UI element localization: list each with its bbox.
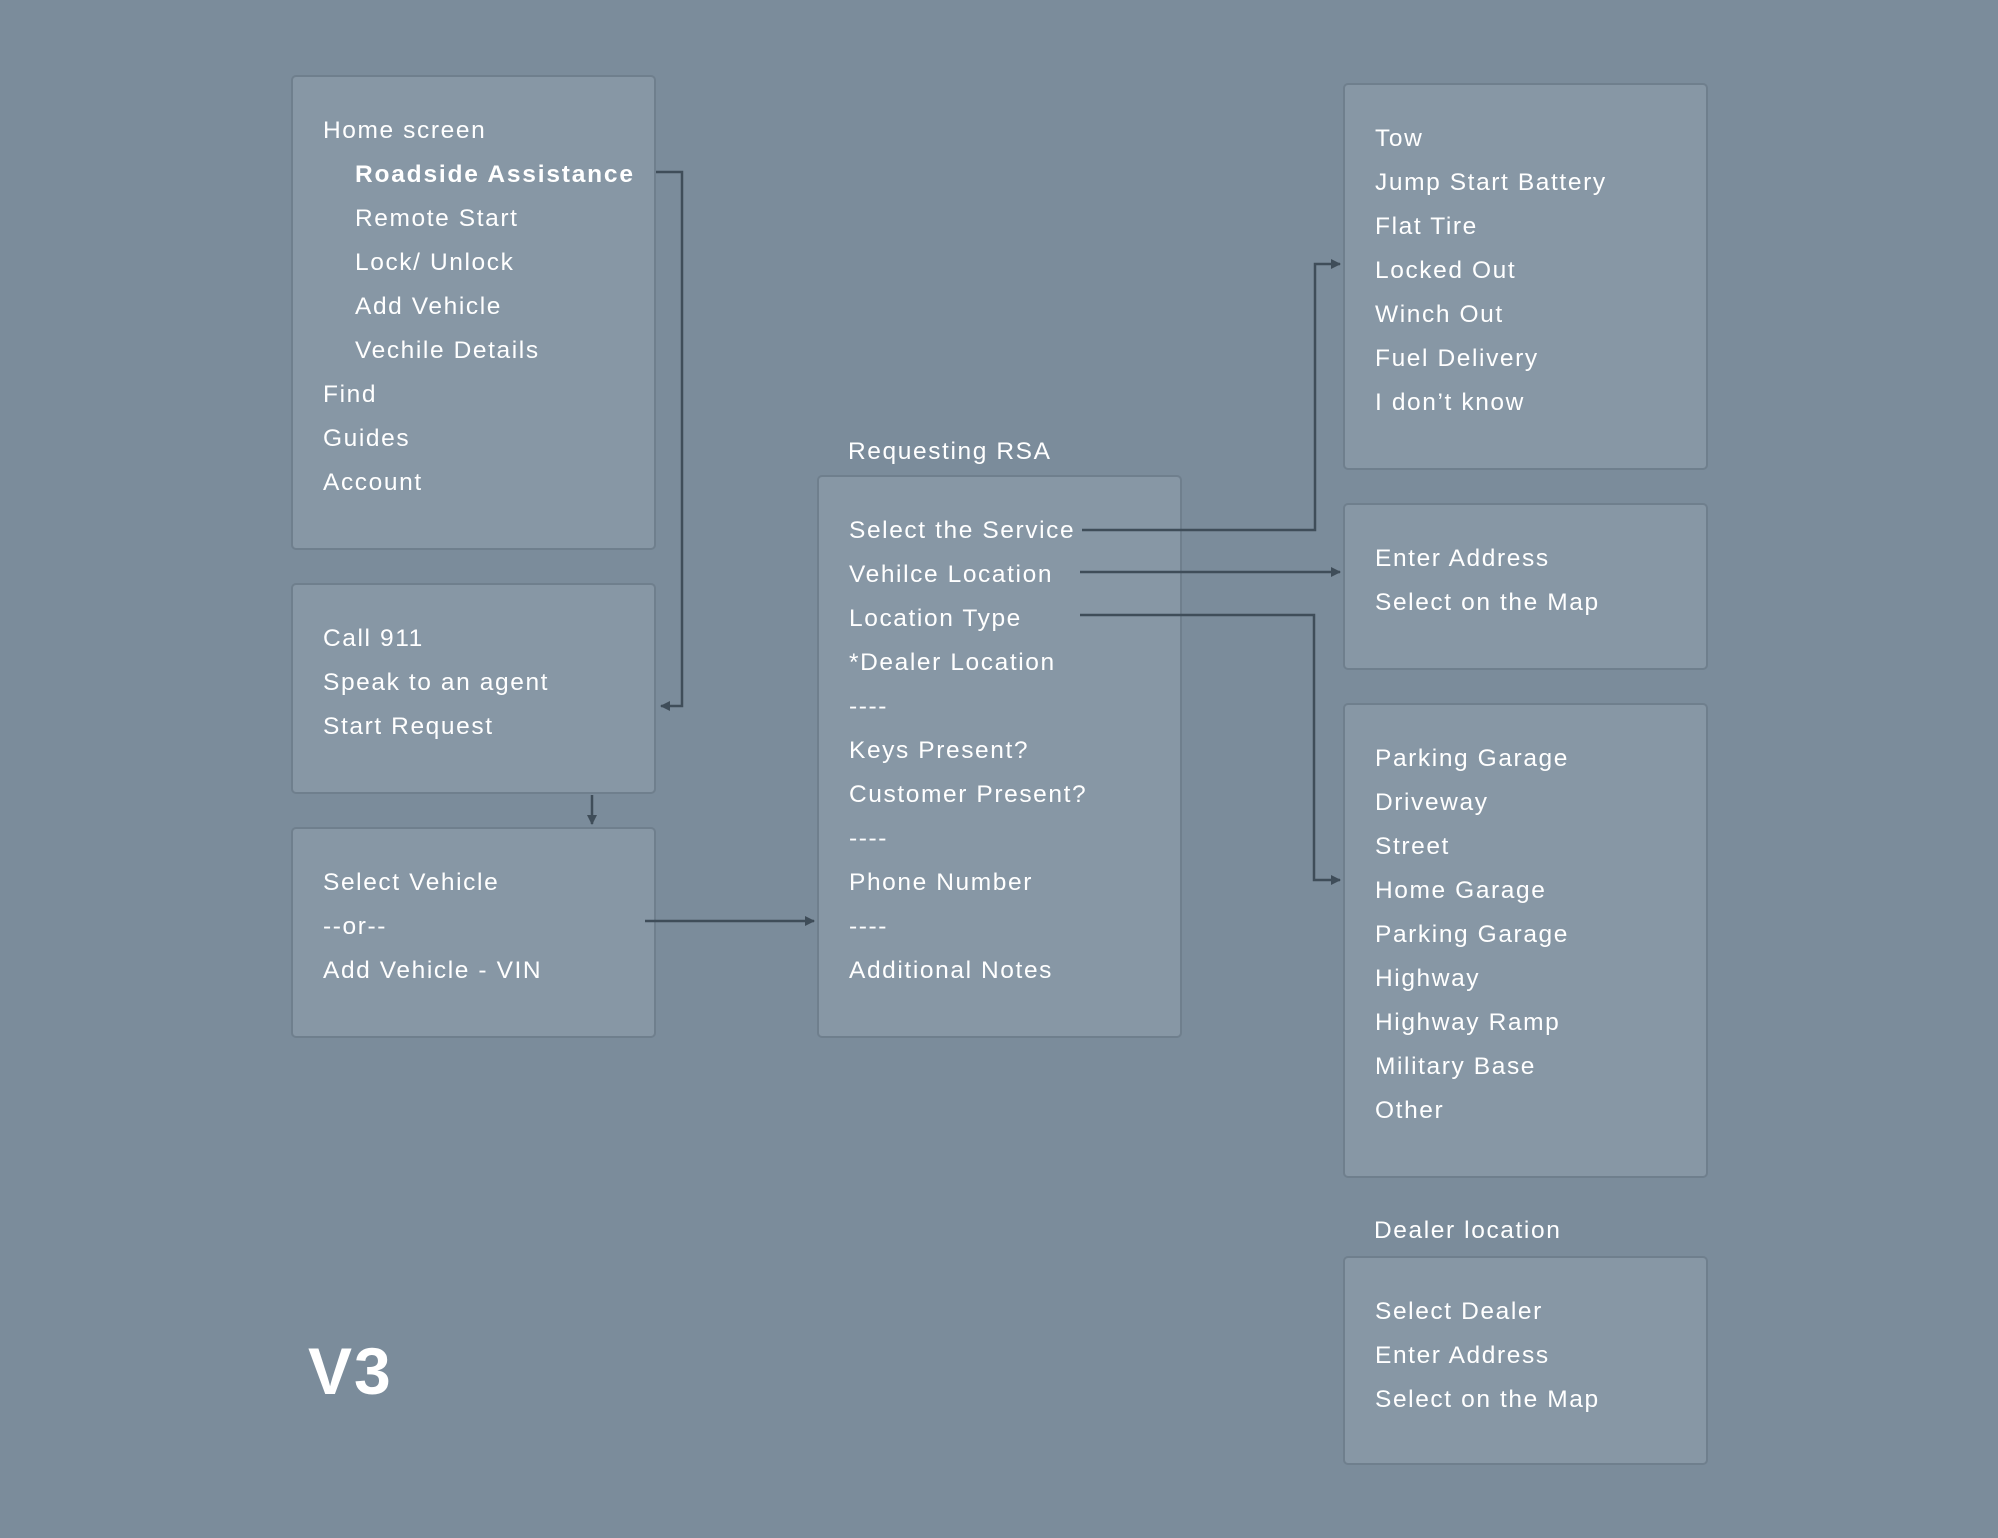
menu-item-find[interactable]: Find [323, 381, 378, 408]
location-type-other[interactable]: Other [1375, 1097, 1445, 1124]
field-phone-number[interactable]: Phone Number [849, 869, 1033, 896]
location-type-highway[interactable]: Highway [1375, 965, 1481, 992]
add-vehicle-vin-option[interactable]: Add Vehicle - VIN [323, 957, 543, 984]
service-fuel-delivery[interactable]: Fuel Delivery [1375, 345, 1539, 372]
call-911-option[interactable]: Call 911 [323, 625, 424, 652]
vehicle-location-enter-address[interactable]: Enter Address [1375, 545, 1550, 572]
field-location-type[interactable]: Location Type [849, 605, 1022, 632]
location-type-driveway[interactable]: Driveway [1375, 789, 1489, 816]
location-type-street[interactable]: Street [1375, 833, 1450, 860]
connector-type-to-location-types [1080, 613, 1341, 885]
menu-item-remote-start[interactable]: Remote Start [355, 205, 519, 232]
menu-item-account[interactable]: Account [323, 469, 423, 496]
divider-3: ---- [849, 913, 889, 940]
speak-to-agent-option[interactable]: Speak to an agent [323, 669, 550, 696]
service-tow[interactable]: Tow [1375, 125, 1424, 152]
location-type-parking-garage-2[interactable]: Parking Garage [1375, 921, 1569, 948]
location-types-box: Parking Garage Driveway Street Home Gara… [1343, 703, 1708, 1178]
field-dealer-location[interactable]: *Dealer Location [849, 649, 1056, 676]
menu-item-guides[interactable]: Guides [323, 425, 411, 452]
service-winch-out[interactable]: Winch Out [1375, 301, 1504, 328]
field-customer-present[interactable]: Customer Present? [849, 781, 1088, 808]
home-menu-title: Home screen [323, 117, 487, 144]
location-type-highway-ramp[interactable]: Highway Ramp [1375, 1009, 1561, 1036]
dealer-select-dealer[interactable]: Select Dealer [1375, 1298, 1543, 1325]
field-vehicle-location[interactable]: Vehilce Location [849, 561, 1054, 588]
vehicle-location-select-map[interactable]: Select on the Map [1375, 589, 1600, 616]
divider-1: ---- [849, 693, 889, 720]
divider-2: ---- [849, 825, 889, 852]
home-menu-box: Home screen Roadside Assistance Remote S… [291, 75, 656, 550]
dealer-location-title: Dealer location [1374, 1217, 1562, 1244]
field-additional-notes[interactable]: Additional Notes [849, 957, 1054, 984]
connector-service-to-services [1082, 259, 1341, 532]
dealer-enter-address[interactable]: Enter Address [1375, 1342, 1550, 1369]
service-flat-tire[interactable]: Flat Tire [1375, 213, 1478, 240]
connector-roadside-to-options [656, 170, 684, 711]
assistance-options-box: Call 911 Speak to an agent Start Request [291, 583, 656, 794]
service-locked-out[interactable]: Locked Out [1375, 257, 1517, 284]
location-type-military-base[interactable]: Military Base [1375, 1053, 1537, 1080]
location-type-home-garage[interactable]: Home Garage [1375, 877, 1547, 904]
vehicle-select-box: Select Vehicle --or-- Add Vehicle - VIN [291, 827, 656, 1038]
services-box: Tow Jump Start Battery Flat Tire Locked … [1343, 83, 1708, 470]
menu-item-add-vehicle[interactable]: Add Vehicle [355, 293, 503, 320]
requesting-rsa-box: Select the Service Vehilce Location Loca… [817, 475, 1182, 1038]
dealer-select-map[interactable]: Select on the Map [1375, 1386, 1600, 1413]
dealer-location-box: Select Dealer Enter Address Select on th… [1343, 1256, 1708, 1465]
select-vehicle-option[interactable]: Select Vehicle [323, 869, 500, 896]
service-jump-start[interactable]: Jump Start Battery [1375, 169, 1607, 196]
field-select-service[interactable]: Select the Service [849, 517, 1076, 544]
service-dont-know[interactable]: I don’t know [1375, 389, 1525, 416]
field-keys-present[interactable]: Keys Present? [849, 737, 1030, 764]
menu-item-vehicle-details[interactable]: Vechile Details [355, 337, 540, 364]
menu-item-lock-unlock[interactable]: Lock/ Unlock [355, 249, 515, 276]
requesting-rsa-title: Requesting RSA [848, 438, 1052, 465]
start-request-option[interactable]: Start Request [323, 713, 494, 740]
version-label: V3 [308, 1334, 393, 1408]
or-separator: --or-- [323, 913, 388, 940]
menu-item-roadside-assistance[interactable]: Roadside Assistance [355, 161, 635, 188]
location-type-parking-garage[interactable]: Parking Garage [1375, 745, 1569, 772]
vehicle-location-box: Enter Address Select on the Map [1343, 503, 1708, 670]
